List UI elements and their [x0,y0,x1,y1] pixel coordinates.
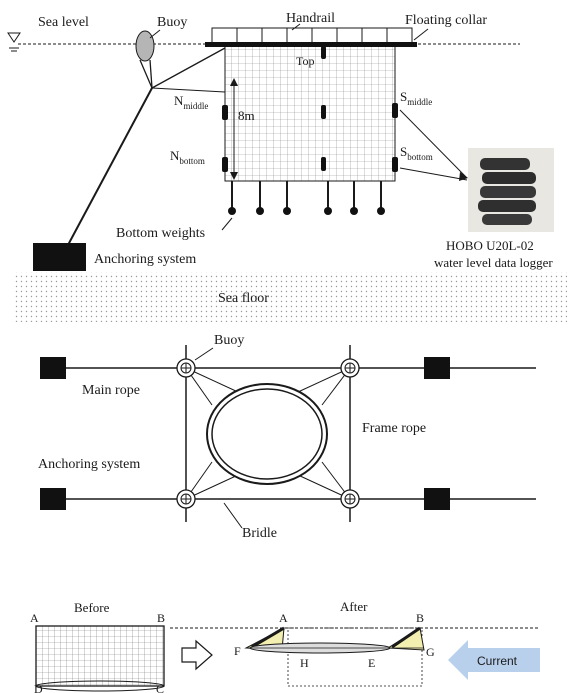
logger-n-bottom [222,157,228,172]
top-view: Buoy Main rope Frame rope Anchoring syst… [38,333,536,541]
depth-arrow [230,78,238,180]
n-bottom-label: Nbottom [170,148,205,166]
net-before [35,625,165,687]
point-d: D [34,682,43,693]
buoy-line-left [139,59,153,89]
net-after-left-side [251,626,285,649]
main-rope-label: Main rope [82,383,140,398]
cage-ring-inner [211,388,323,480]
side-view: Sea level Buoy Anchoring system Sea floo… [7,11,567,322]
before-label: Before [74,600,110,615]
logger-caption-line1: HOBO U20L-02 [446,238,534,253]
logger-center-bottom [321,157,326,171]
anchor-block-ne [424,357,450,379]
current-label: Current [477,654,518,668]
anchor-block [33,243,86,271]
deformation-view: Before After A B D C A B F G H E Current [30,599,540,693]
handrail-label: Handrail [286,11,335,26]
main-rope-side [67,87,153,246]
collar-pointer [413,28,429,41]
bottom-weights-label: Bottom weights [116,226,205,241]
anchoring-system-label: Anchoring system [94,252,196,267]
buoy-label: Buoy [157,15,187,30]
logger-photo [399,109,554,232]
logger-n-middle [222,105,228,120]
point-g: G [426,645,435,659]
point-c: C [156,682,164,693]
logger-center-middle [321,105,326,119]
net-cage [224,45,396,182]
sea-floor-label: Sea floor [218,291,269,306]
point-b-after: B [416,611,424,625]
top-buoy-pointer [194,347,214,361]
bridle-pointer [223,502,243,529]
anchor-block-se [424,488,450,510]
s-middle-label: Smiddle [400,89,432,107]
buoy-se-icon [340,489,360,509]
n-middle-label: Nmiddle [174,93,208,111]
bridle-label: Bridle [242,526,277,541]
point-a: A [30,611,39,625]
anchor-block-sw [40,488,66,510]
handrail-pointer [291,23,301,31]
floating-collar [205,42,417,47]
top-anchoring-label: Anchoring system [38,457,140,472]
s-bottom-label: Sbottom [400,144,433,162]
logger-top [321,46,326,59]
top-buoy-label: Buoy [214,333,244,348]
weights-pointer [221,217,233,231]
point-b: B [157,611,165,625]
buoy-label-pointer [149,29,161,39]
current-arrow-icon [448,640,540,680]
anchor-block-nw [40,357,66,379]
bridle-to-net [151,87,226,93]
depth-label: 8m [238,108,255,123]
buoy-sw-icon [176,489,196,509]
buoy-line-right [149,59,153,89]
point-e: E [368,656,375,670]
floating-collar-label: Floating collar [405,13,487,28]
buoy-ne-icon [340,358,360,378]
buoy-nw-icon [176,358,196,378]
logger-caption-line2: water level data logger [434,255,553,270]
point-h: H [300,656,309,670]
after-label: After [340,599,368,614]
logger-s-middle [392,103,398,118]
net-before-bottom [35,680,165,692]
sea-level-label: Sea level [38,15,89,30]
buoy-icon [135,30,155,62]
point-f: F [234,644,241,658]
water-level-icon [7,32,21,52]
cage-ring-outer [206,383,328,485]
frame-rope-label: Frame rope [362,421,426,436]
sea-floor-band [14,272,567,322]
bottom-weights [228,181,385,215]
transition-arrow-icon [181,639,213,671]
net-after-right-side [391,626,421,649]
point-a-after: A [279,611,288,625]
top-label: Top [296,54,315,68]
bridle-to-collar [151,47,226,89]
logger-s-bottom [392,157,398,172]
handrail [211,27,413,44]
